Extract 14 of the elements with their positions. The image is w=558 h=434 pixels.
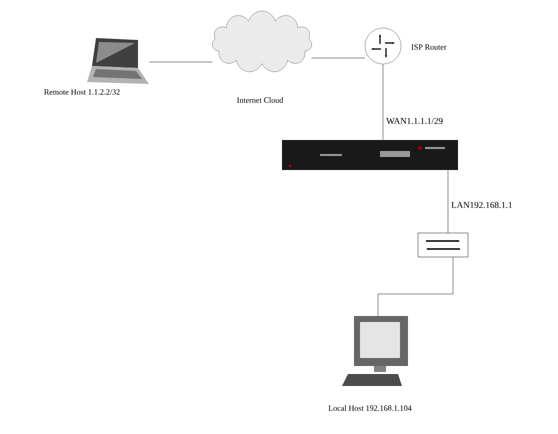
switch-drawing <box>418 232 468 258</box>
cloud-shape <box>212 10 312 72</box>
edge-label: LAN192.168.1.1 <box>450 200 514 210</box>
firewall-drawing <box>282 140 458 170</box>
router-drawing <box>364 28 402 64</box>
node-label: Internet Cloud <box>237 97 284 103</box>
node-label: ISP Router <box>411 44 446 50</box>
edge-label: WAN1.1.1.1/29 <box>385 116 444 126</box>
connector-line <box>382 64 384 140</box>
computer-drawing <box>342 316 408 386</box>
connector-line <box>378 257 454 316</box>
laptop-drawing <box>87 38 149 84</box>
node-label: Remote Host 1.1.2.2/32 <box>44 89 120 95</box>
node-label: Local Host 192.168.1.104 <box>328 405 412 411</box>
